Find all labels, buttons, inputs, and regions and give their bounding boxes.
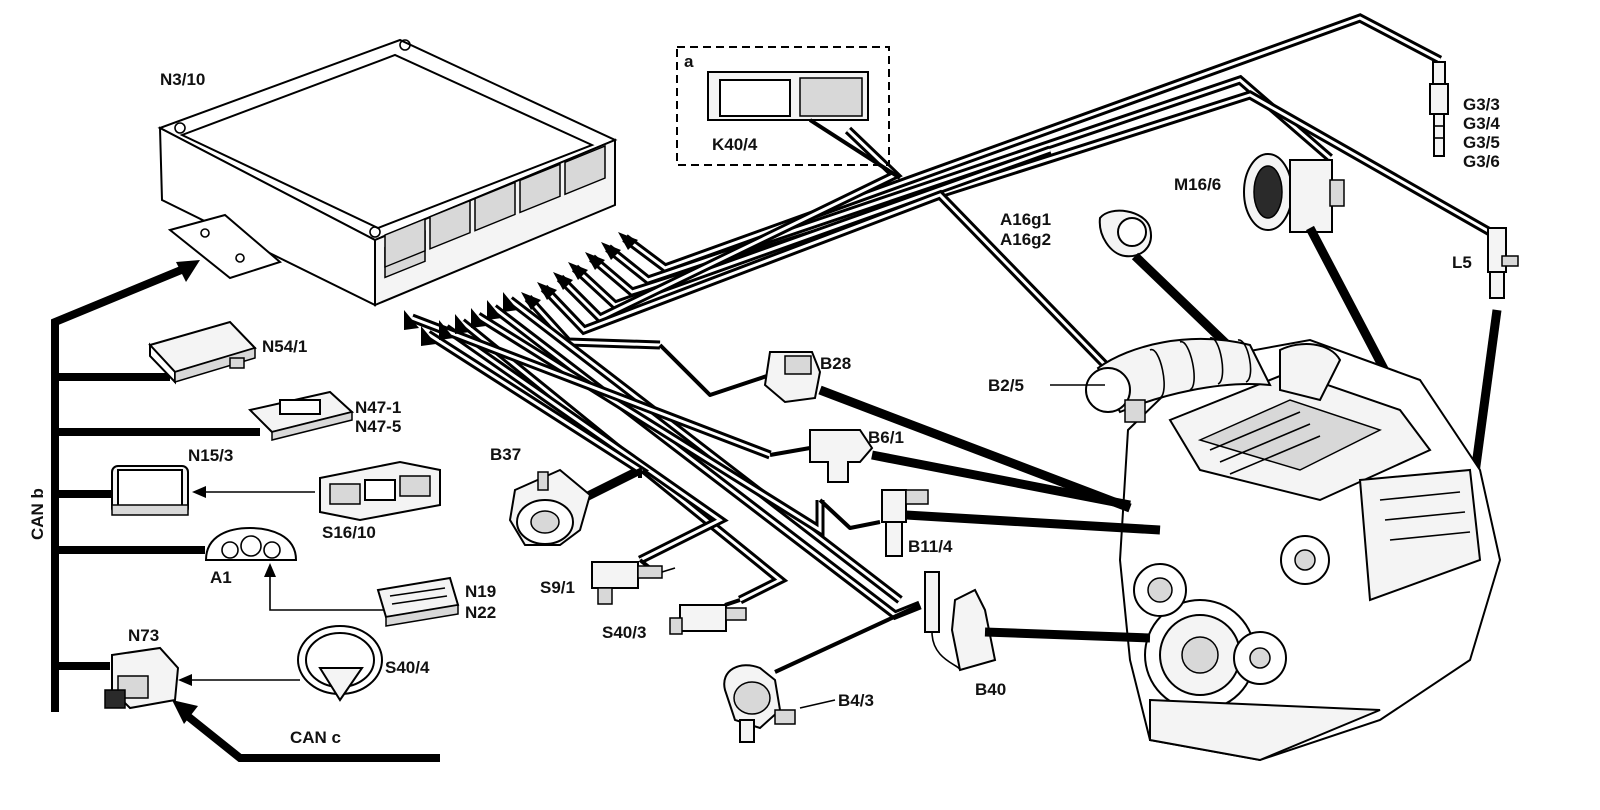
s40-3-cruise-switch: S40/3 (602, 598, 747, 642)
s9-1-brake-switch: S9/1 (540, 558, 676, 605)
label-a1: A1 (210, 568, 232, 587)
n3-10-control-unit: N3/10 (157, 38, 618, 307)
label-s9-1: S9/1 (540, 578, 575, 597)
label-s40-3: S40/3 (602, 623, 646, 642)
label-n54-1: N54/1 (262, 337, 307, 356)
engine-block (1118, 338, 1502, 762)
n47-module: N47-1 N47-5 (248, 390, 401, 441)
s16-10-switch-panel: S16/10 (319, 460, 441, 542)
label-can-c: CAN c (290, 728, 341, 747)
label-n47-5: N47-5 (355, 417, 401, 436)
label-n47-1: N47-1 (355, 398, 401, 417)
label-n3-10: N3/10 (160, 70, 205, 89)
label-n19: N19 (465, 582, 496, 601)
label-g3-4: G3/4 (1463, 114, 1500, 133)
b4-3-tank-sensor: B4/3 (723, 603, 921, 743)
label-m16-6: M16/6 (1174, 175, 1221, 194)
n73-ignition-switch: N73 (104, 626, 300, 710)
b6-1-camshaft-sensor: B6/1 (769, 428, 1131, 510)
label-a: a (684, 52, 694, 71)
m16-6-throttle-actuator: M16/6 (1174, 153, 1399, 393)
b37-pedal-sensor: B37 (490, 445, 642, 546)
can-b-bus (51, 260, 260, 712)
can-c-bus (172, 700, 440, 762)
label-g3-6: G3/6 (1463, 152, 1500, 171)
label-l5: L5 (1452, 253, 1472, 272)
b11-4-coolant-sensor: B11/4 (818, 489, 1161, 557)
label-a16g2: A16g2 (1000, 230, 1051, 249)
label-b28: B28 (820, 354, 851, 373)
label-n22: N22 (465, 603, 496, 622)
label-k40-4: K40/4 (712, 135, 758, 154)
n54-1-module: N54/1 (148, 320, 307, 385)
label-n73: N73 (128, 626, 159, 645)
label-b37: B37 (490, 445, 521, 464)
label-b40: B40 (975, 680, 1006, 699)
label-s40-4: S40/4 (385, 658, 430, 677)
label-g3-3: G3/3 (1463, 95, 1500, 114)
n15-3-module: N15/3 (111, 446, 315, 516)
label-b2-5: B2/5 (988, 376, 1024, 395)
label-b6-1: B6/1 (868, 428, 904, 447)
k40-4-relay-module: a K40/4 (676, 46, 902, 180)
label-b4-3: B4/3 (838, 691, 874, 710)
label-g3-5: G3/5 (1463, 133, 1500, 152)
n19-n22-module: N19 N22 (376, 576, 496, 627)
b28-pressure-sensor: B28 (658, 343, 1132, 513)
ecu-upper-wires (521, 13, 1493, 374)
b40-oil-sensor: B40 (924, 571, 1151, 699)
b2-5-air-mass-sensor: B2/5 (988, 337, 1272, 423)
label-can-b: CAN b (28, 488, 47, 540)
g3-oxygen-sensor: G3/3 G3/4 G3/5 G3/6 (1429, 61, 1500, 171)
label-a16g1: A16g1 (1000, 210, 1051, 229)
label-s16-10: S16/10 (322, 523, 376, 542)
a1-instrument-cluster: A1 (204, 526, 385, 611)
label-b11-4: B11/4 (908, 537, 953, 556)
s40-4-steering-wheel: S40/4 (297, 625, 430, 702)
label-n15-3: N15/3 (188, 446, 233, 465)
